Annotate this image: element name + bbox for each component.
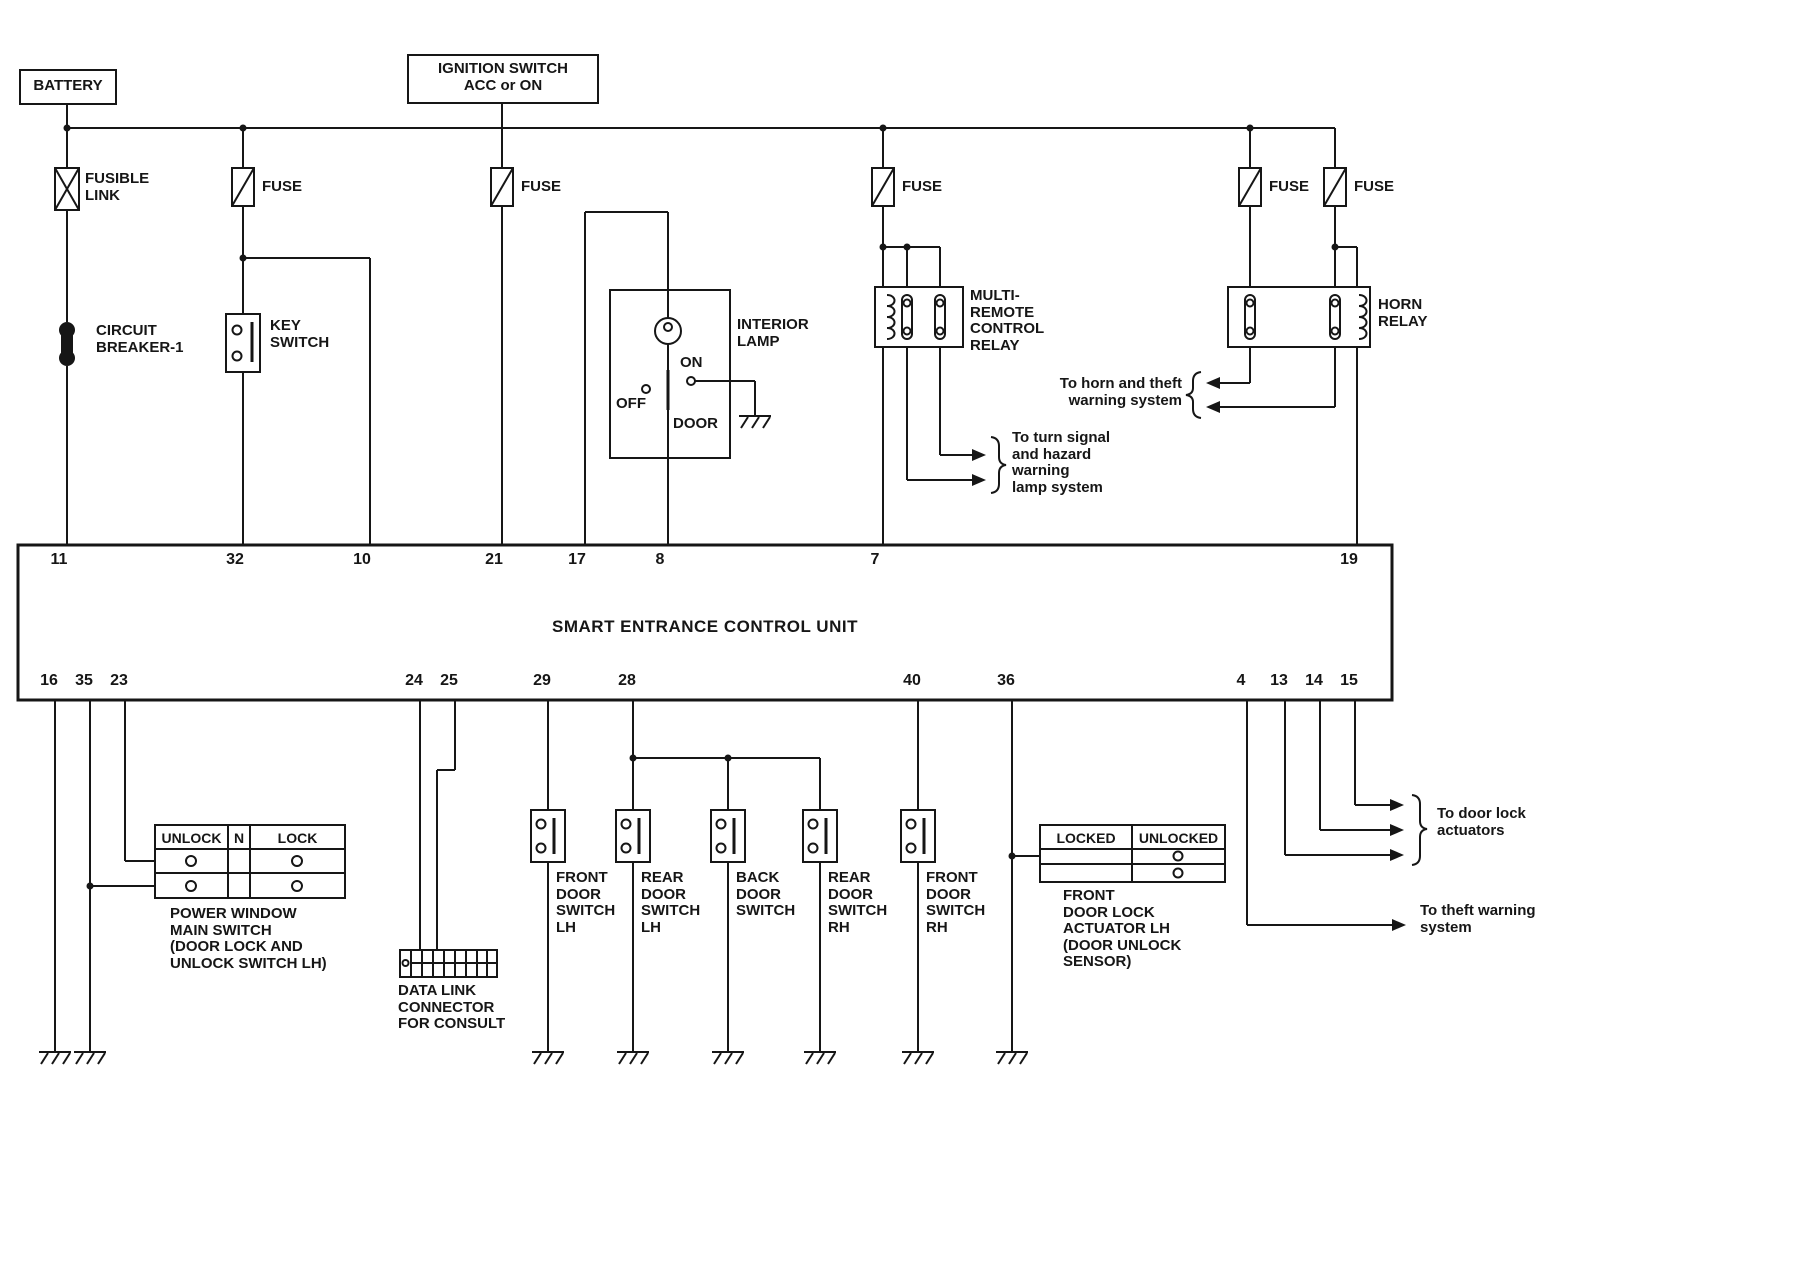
lamp-on-label: ON <box>680 354 703 371</box>
fusible-link-symbol <box>54 167 80 211</box>
fusible-link-label: FUSIBLE LINK <box>85 170 150 204</box>
lamp-off-label: OFF <box>616 395 646 412</box>
pin-bottom-23: 23 <box>110 672 128 689</box>
fuse-symbol-2 <box>490 167 514 207</box>
circuit-breaker-symbol <box>59 322 75 366</box>
brace-turn-signal <box>990 436 1007 494</box>
multi-remote-relay-box <box>874 286 964 348</box>
circuit-breaker-label: CIRCUIT BREAKER-1 <box>96 322 184 356</box>
pin-bottom-40: 40 <box>903 672 921 689</box>
ground-icon <box>73 1051 107 1065</box>
interior-lamp-box <box>609 289 731 459</box>
fuse-label-5: FUSE <box>1354 178 1395 195</box>
control-unit-label: SMART ENTRANCE CONTROL UNIT <box>552 617 858 636</box>
fuse-symbol-1 <box>231 167 255 207</box>
arrow-right-icon <box>972 474 986 486</box>
ground-icon <box>995 1051 1029 1065</box>
data-link-label: DATA LINK CONNECTOR FOR CONSULT <box>398 982 506 1032</box>
arrow-right-icon <box>972 449 986 461</box>
pin-top-11: 11 <box>50 551 68 568</box>
pin-bottom-4: 4 <box>1236 672 1246 689</box>
brace-door-lock <box>1411 794 1428 866</box>
lamp-door-label: DOOR <box>673 415 718 432</box>
pin-bottom-35: 35 <box>75 672 93 689</box>
fuse-label-2: FUSE <box>521 178 562 195</box>
to-theft-annotation: To theft warning system <box>1420 902 1536 936</box>
pin-top-10: 10 <box>353 551 371 568</box>
pin-bottom-36: 36 <box>997 672 1015 689</box>
power-window-switch-label: POWER WINDOW MAIN SWITCH (DOOR LOCK AND … <box>170 905 327 972</box>
arrow-right-icon <box>1390 849 1404 861</box>
fuse-label-1: FUSE <box>262 178 303 195</box>
ground-icon <box>711 1051 745 1065</box>
horn-relay-label: HORN RELAY <box>1378 296 1428 330</box>
ground-icon <box>616 1051 650 1065</box>
arrow-left-icon <box>1206 401 1220 413</box>
fuse-symbol-4 <box>1238 167 1262 207</box>
ground-icon <box>38 1051 72 1065</box>
pin-bottom-13: 13 <box>1270 672 1288 689</box>
rear-door-switch-lh-label: REAR DOOR SWITCH LH <box>641 869 701 936</box>
door-lock-actuator-table <box>1039 824 1226 883</box>
pin-top-7: 7 <box>870 551 880 568</box>
fuse-label-4: FUSE <box>1269 178 1310 195</box>
to-turn-signal-annotation: To turn signal and hazard warning lamp s… <box>1012 429 1111 496</box>
fuse-label-3: FUSE <box>902 178 943 195</box>
horn-relay-box <box>1227 286 1371 348</box>
rear-door-switch-lh-symbol <box>614 808 652 864</box>
front-door-switch-lh-symbol <box>529 808 567 864</box>
arrow-left-icon <box>1206 377 1220 389</box>
column-unlock: UNLOCK <box>161 830 222 846</box>
junction-dots-and-arrows <box>59 124 1406 931</box>
back-door-switch-symbol <box>709 808 747 864</box>
front-door-switch-rh-label: FRONT DOOR SWITCH RH <box>926 869 986 936</box>
pin-bottom-15: 15 <box>1340 672 1358 689</box>
pin-bottom-16: 16 <box>40 672 58 689</box>
column-n: N <box>233 830 245 846</box>
pin-top-21: 21 <box>485 551 503 568</box>
control-unit-box <box>16 543 1394 702</box>
brace-horn <box>1185 371 1202 419</box>
fuse-symbol-5 <box>1323 167 1347 207</box>
ground-icon <box>803 1051 837 1065</box>
front-door-switch-lh-label: FRONT DOOR SWITCH LH <box>556 869 616 936</box>
arrow-right-icon <box>1392 919 1406 931</box>
interior-lamp-label: INTERIOR LAMP <box>737 316 809 350</box>
power-window-table <box>154 824 346 899</box>
column-locked: LOCKED <box>1056 830 1116 846</box>
key-switch-symbol <box>225 313 261 373</box>
rear-door-switch-rh-symbol <box>801 808 839 864</box>
pin-bottom-25: 25 <box>440 672 458 689</box>
pin-bottom-29: 29 <box>533 672 551 689</box>
multi-remote-relay-label: MULTI- REMOTE CONTROL RELAY <box>970 287 1045 354</box>
back-door-switch-label: BACK DOOR SWITCH <box>736 869 796 919</box>
ground-icon <box>738 415 772 429</box>
ignition-switch-label: IGNITION SWITCH ACC or ON <box>438 60 568 94</box>
door-lock-actuator-label: FRONT DOOR LOCK ACTUATOR LH (DOOR UNLOCK… <box>1063 887 1182 970</box>
lamp-symbol <box>654 290 682 345</box>
front-door-switch-rh-symbol <box>899 808 937 864</box>
data-link-connector-symbol <box>399 949 498 978</box>
column-unlocked: UNLOCKED <box>1138 830 1219 846</box>
to-door-lock-annotation: To door lock actuators <box>1437 805 1526 839</box>
arrow-right-icon <box>1390 799 1404 811</box>
rear-door-switch-rh-label: REAR DOOR SWITCH RH <box>828 869 888 936</box>
pin-bottom-14: 14 <box>1305 672 1323 689</box>
battery-label: BATTERY <box>33 77 103 94</box>
pin-top-32: 32 <box>226 551 244 568</box>
pin-top-19: 19 <box>1340 551 1358 568</box>
arrow-right-icon <box>1390 824 1404 836</box>
ground-icon <box>901 1051 935 1065</box>
pin-bottom-28: 28 <box>618 672 636 689</box>
pin-top-8: 8 <box>655 551 665 568</box>
to-horn-annotation: To horn and theft warning system <box>1059 375 1182 409</box>
fuse-symbol-3 <box>871 167 895 207</box>
column-lock: LOCK <box>277 830 318 846</box>
pin-bottom-24: 24 <box>405 672 423 689</box>
pin-top-17: 17 <box>568 551 586 568</box>
ground-icon <box>531 1051 565 1065</box>
key-switch-label: KEY SWITCH <box>270 317 330 351</box>
